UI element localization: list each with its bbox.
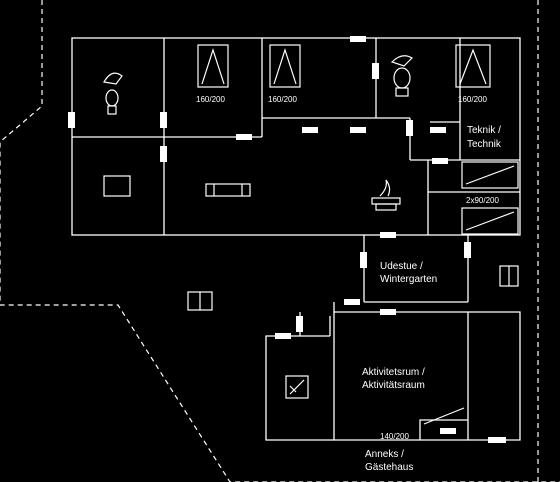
window-icon [187,265,519,311]
room-label-activity-2: Aktivitätsraum [362,380,425,391]
house-walls [71,37,521,441]
bunk-bed-icon [461,161,519,235]
room-label-activity: Aktivitetsrum / [362,367,425,378]
bed-size-2: 160/200 [268,95,297,104]
room-label-annex-2: Gästehaus [365,462,414,473]
room-label-technik-2: Technik [467,139,501,150]
annex-fireplace-icon [285,375,309,399]
stove-icon [371,179,401,211]
bed-icon [197,44,491,88]
bunk-size: 2x90/200 [466,196,499,205]
bed-size-3: 160/200 [458,95,487,104]
room-label-lounge-2: Wintergarten [380,274,438,285]
toilet-icon [103,72,123,115]
bed-size-annex: 140/200 [380,432,409,441]
bed-size-1: 160/200 [196,95,225,104]
room-label-lounge: Udestue / [380,261,423,272]
annex-bed-icon [423,407,465,425]
room-label-technik: Teknik / [467,125,501,136]
fireplace-icon [103,175,131,197]
dining-table-icon [205,183,251,197]
toilet-icon-2 [390,55,413,97]
room-label-annex: Anneks / [365,449,404,460]
doors [68,36,506,443]
